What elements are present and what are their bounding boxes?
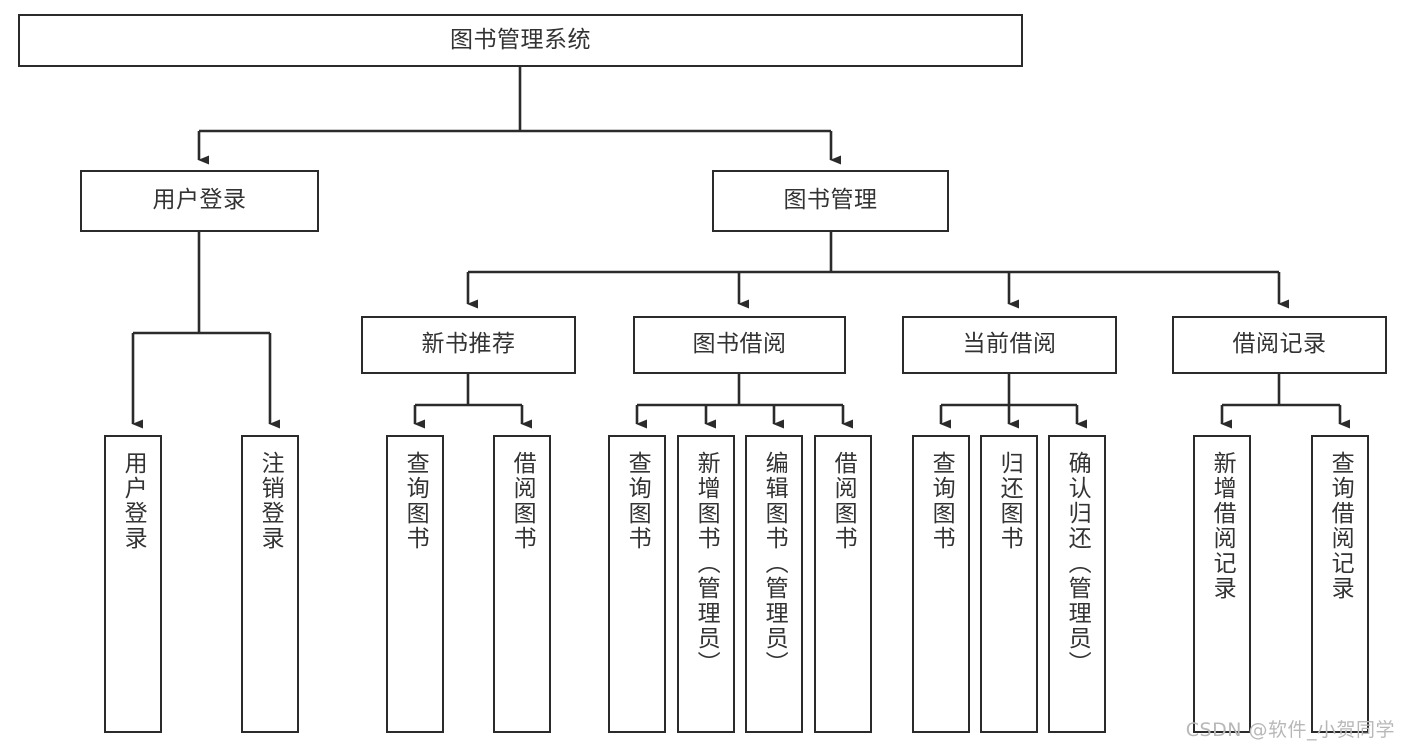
leaf-query-books-borrow[interactable]: 查询图书 [608, 435, 666, 733]
node-label: 编辑图书（管理员） [761, 451, 788, 676]
node-label: 归还图书 [996, 451, 1023, 551]
node-borrow-records[interactable]: 借阅记录 [1172, 316, 1387, 374]
node-label: 借阅图书 [830, 451, 857, 551]
node-label: 查询图书 [928, 451, 955, 551]
csdn-watermark: CSDN @软件_小贺同学 [1185, 719, 1395, 741]
node-label: 当前借阅 [962, 331, 1057, 358]
node-new-book-recommendation[interactable]: 新书推荐 [361, 316, 576, 374]
node-label: 新增借阅记录 [1209, 451, 1236, 601]
node-label: 查询借阅记录 [1327, 451, 1354, 601]
node-label: 新增图书（管理员） [693, 451, 720, 676]
leaf-query-books-current[interactable]: 查询图书 [912, 435, 970, 733]
node-label: 查询图书 [402, 451, 429, 551]
node-label: 用户登录 [120, 451, 147, 551]
node-label: 图书管理 [783, 187, 878, 214]
node-label: 确认归还（管理员） [1064, 451, 1091, 676]
node-label: 查询图书 [624, 451, 651, 551]
node-label: 新书推荐 [421, 331, 516, 358]
leaf-query-books-recommend[interactable]: 查询图书 [386, 435, 444, 733]
node-label: 注销登录 [257, 451, 284, 551]
node-label: 图书管理系统 [450, 26, 591, 53]
leaf-logout[interactable]: 注销登录 [241, 435, 299, 733]
leaf-query-borrow-record[interactable]: 查询借阅记录 [1311, 435, 1369, 733]
node-label: 图书借阅 [692, 331, 787, 358]
node-label: 借阅记录 [1232, 331, 1327, 358]
leaf-confirm-return-admin[interactable]: 确认归还（管理员） [1048, 435, 1106, 733]
node-label: 用户登录 [152, 187, 247, 214]
leaf-return-books[interactable]: 归还图书 [980, 435, 1038, 733]
leaf-add-book-admin[interactable]: 新增图书（管理员） [677, 435, 735, 733]
node-current-borrow[interactable]: 当前借阅 [902, 316, 1117, 374]
leaf-user-login[interactable]: 用户登录 [104, 435, 162, 733]
node-book-borrow[interactable]: 图书借阅 [633, 316, 846, 374]
leaf-add-borrow-record[interactable]: 新增借阅记录 [1193, 435, 1251, 733]
leaf-borrow-books[interactable]: 借阅图书 [814, 435, 872, 733]
node-label: 借阅图书 [509, 451, 536, 551]
node-root-book-management-system[interactable]: 图书管理系统 [18, 14, 1023, 67]
leaf-borrow-books-recommend[interactable]: 借阅图书 [493, 435, 551, 733]
node-book-management[interactable]: 图书管理 [712, 170, 949, 232]
node-user-login[interactable]: 用户登录 [80, 170, 319, 232]
leaf-edit-book-admin[interactable]: 编辑图书（管理员） [745, 435, 803, 733]
